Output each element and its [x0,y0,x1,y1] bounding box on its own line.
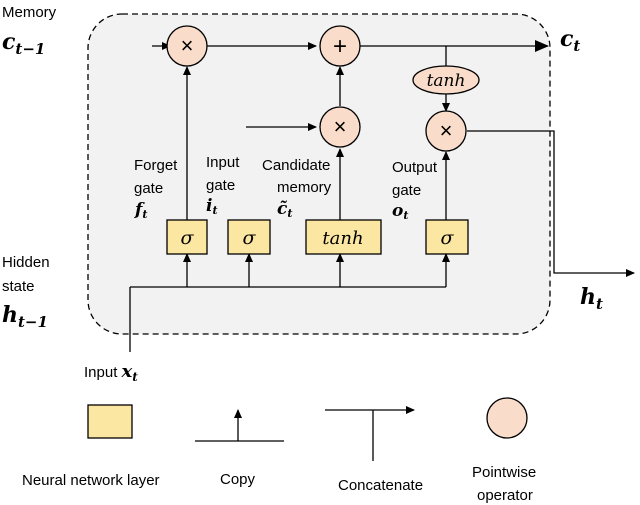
output-multiply-operator: × [425,110,467,152]
svg-text:+: + [333,33,347,60]
input-label: Input xt [84,361,138,384]
input-multiply-operator: × [319,106,361,148]
svg-text:tanh: tanh [427,71,466,91]
svg-text:Input: Input [206,154,240,171]
legend-copy-symbol [195,409,284,442]
svg-text:σ: σ [243,227,257,249]
legend-pointwise-label-1: Pointwise [472,464,536,481]
candidate-tanh-layer: tanh [305,219,382,255]
svg-text:it: it [206,196,218,217]
lstm-cell [87,13,551,335]
previous-cell-state: ct−1 [2,29,45,58]
svg-text:Candidate: Candidate [262,157,330,174]
hidden-state-label-2: state [2,278,35,295]
legend-layer-swatch [87,404,133,439]
svg-text:σ: σ [181,227,195,249]
svg-text:Output: Output [392,159,438,176]
svg-text:tanh: tanh [322,228,363,249]
svg-text:gate: gate [392,182,421,199]
output-gate-label: Output gate ot [392,159,438,222]
svg-text:×: × [181,33,194,58]
candidate-memory-label: Candidate memory c̃t [262,157,332,220]
forget-gate-label: Forget gate ft [134,157,178,221]
previous-hidden-state: ht−1 [2,302,48,331]
memory-label: Memory [2,4,57,21]
output-hidden-state: ht [580,284,603,313]
output-cell-state: ct [560,26,580,55]
hidden-output-line [467,130,635,277]
svg-text:gate: gate [206,177,235,194]
input-sigma-layer: σ [227,219,271,255]
svg-text:ft: ft [134,200,147,221]
svg-text:Forget: Forget [134,157,178,174]
legend-pointwise-swatch [486,397,528,439]
legend-pointwise-label-2: operator [477,487,533,504]
svg-text:gate: gate [134,180,163,197]
input-gate-label: Input gate it [206,154,240,217]
add-operator: + [319,25,361,67]
svg-text:σ: σ [441,227,455,249]
forget-multiply-operator: × [166,25,208,67]
svg-text:memory: memory [277,179,332,196]
legend-concat-symbol [325,406,415,461]
legend-copy-label: Copy [220,471,256,488]
svg-text:ot: ot [392,201,408,222]
hidden-state-label-1: Hidden [2,254,50,271]
svg-text:×: × [440,118,453,143]
svg-text:×: × [334,114,347,139]
tanh-operator: tanh [412,65,480,95]
svg-text:c̃t: c̃t [277,199,292,220]
legend-layer-label: Neural network layer [22,472,160,489]
legend-concat-label: Concatenate [338,477,423,494]
output-sigma-layer: σ [425,219,469,255]
forget-sigma-layer: σ [166,219,208,255]
